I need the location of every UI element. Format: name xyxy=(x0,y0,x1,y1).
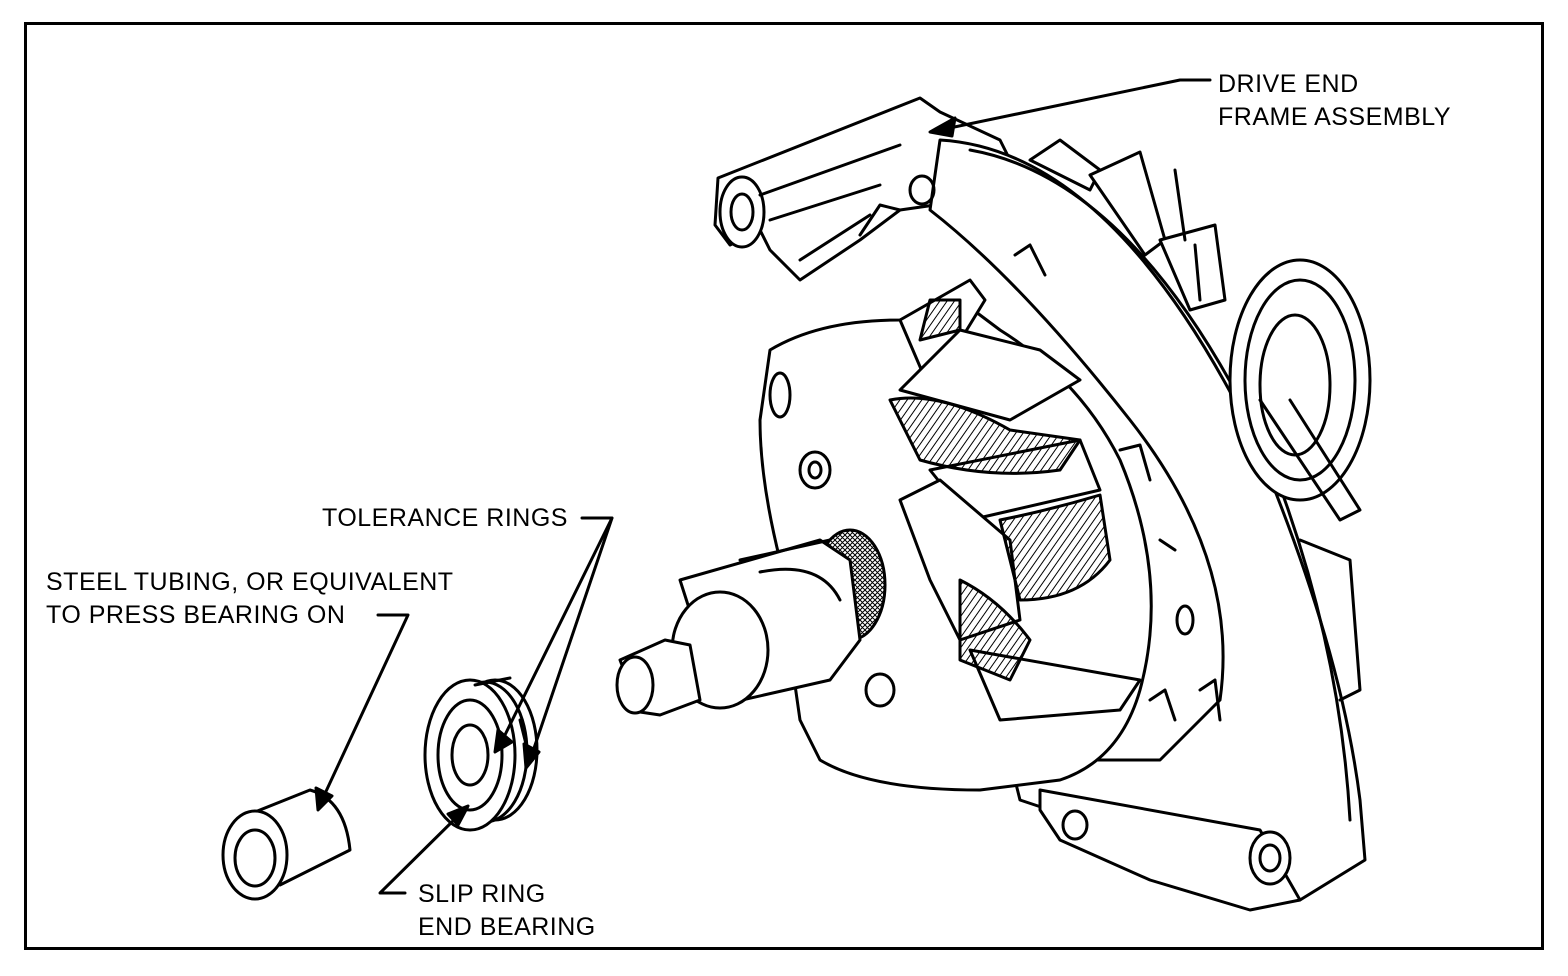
tolerance-rings-label: TOLERANCE RINGS xyxy=(322,502,568,535)
steel-tubing-label-line1: STEEL TUBING, OR EQUIVALENT xyxy=(46,568,454,596)
rotor-shaft xyxy=(615,528,887,717)
steel-tubing-label: STEEL TUBING, OR EQUIVALENT TO PRESS BEA… xyxy=(46,566,454,632)
drive-end-frame xyxy=(713,96,1372,912)
rotor-assembly xyxy=(758,278,1153,792)
drive-end-label-line2: FRAME ASSEMBLY xyxy=(1218,103,1451,131)
steel-tubing xyxy=(221,788,352,901)
leader-lines xyxy=(314,78,1212,895)
slip-ring-bearing-label-line2: END BEARING xyxy=(418,913,596,941)
drive-end-label-line1: DRIVE END xyxy=(1218,70,1359,98)
drive-end-frame-label: DRIVE END FRAME ASSEMBLY xyxy=(1218,68,1451,134)
steel-tubing-label-line2: TO PRESS BEARING ON xyxy=(46,601,346,629)
tolerance-rings-label-line1: TOLERANCE RINGS xyxy=(322,504,568,532)
slip-ring-bearing-label: SLIP RING END BEARING xyxy=(418,878,596,944)
slip-ring-bearing-label-line1: SLIP RING xyxy=(418,880,546,908)
